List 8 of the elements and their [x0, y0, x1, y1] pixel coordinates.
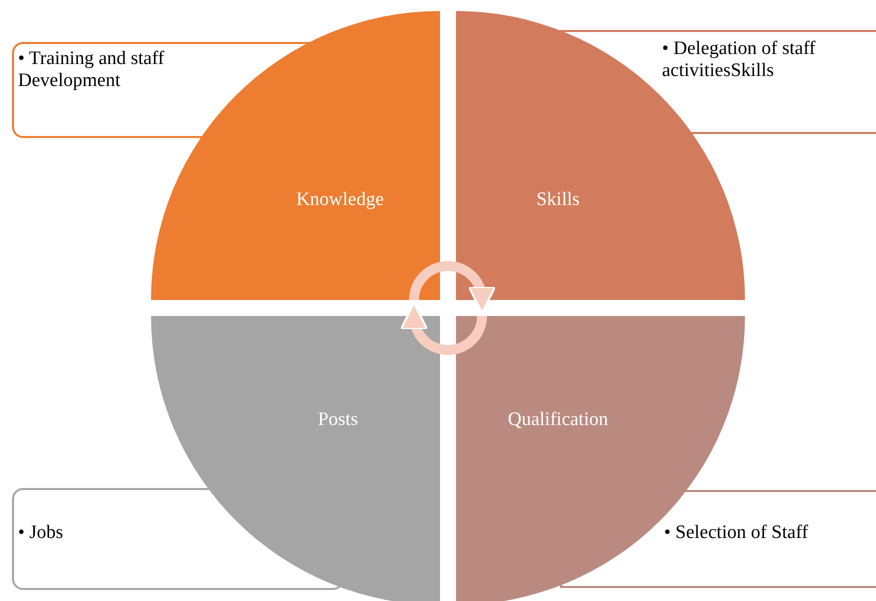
quadrant-segment	[151, 316, 440, 601]
quadrant-segment	[456, 316, 745, 601]
segment-label: Qualification	[508, 409, 608, 431]
callout-text: • Jobs	[14, 520, 194, 548]
callout-text: • Selection of Staff	[660, 520, 874, 548]
segment-label: Posts	[318, 409, 358, 431]
segment-label: Skills	[536, 189, 580, 211]
segment-label: Knowledge	[296, 189, 384, 211]
